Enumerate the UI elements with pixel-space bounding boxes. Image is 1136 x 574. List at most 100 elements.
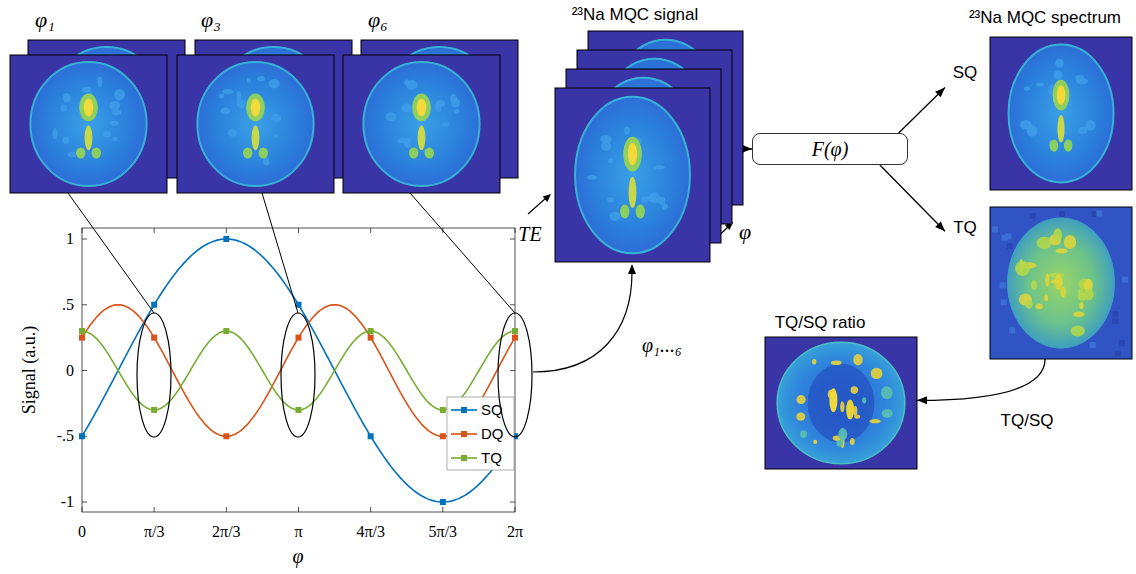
ratio-spot [854,414,860,418]
axis-label: TE [518,223,541,245]
tick-mark [510,502,515,503]
tissue-texture [237,91,242,101]
ventricle [243,148,252,159]
ratio-spot [840,401,844,412]
tissue-texture [402,104,412,113]
image-figure [945,37,1132,190]
tissue-texture [1076,78,1088,84]
legend-sample [451,405,477,415]
sample-marker [512,335,518,341]
tick-mark [370,228,371,233]
tick-label: 4π/3 [356,523,385,541]
ratio-spot [838,428,847,440]
tick-mark [370,507,371,512]
tick-label: .5 [62,296,74,314]
arrow-head [543,194,551,202]
tick-mark [510,370,515,371]
tissue-texture [263,157,269,165]
tick-label: 0 [78,523,86,541]
tissue-texture [247,78,251,83]
ratio-spot [813,440,817,444]
ventricle [829,388,837,412]
tissue-texture [1024,87,1030,91]
legend-text: SQ [481,402,503,419]
sample-marker [368,433,374,439]
axis-label: φ [739,220,751,244]
selection-ellipse [281,313,315,437]
legend-marker [461,431,467,437]
leader-line [410,193,515,313]
image-background [177,55,334,193]
tissue-texture [608,158,614,163]
ventricle [1050,140,1059,152]
noise-pixel [1119,340,1125,346]
sample-marker [368,335,374,341]
dark-region [808,363,875,442]
tissue-texture [653,165,665,169]
sample-marker [79,328,85,334]
tick-mark [154,228,155,233]
image-background [765,337,917,469]
noise-pixel [1000,282,1006,288]
connector [899,87,945,133]
sample-marker [296,407,302,413]
phase-label: φ₃ [201,8,221,32]
image-background [555,88,710,262]
leader-line [262,193,298,313]
sample-marker [223,328,229,334]
tissue-texture [110,121,119,126]
tissue-texture [404,80,409,86]
noise-pixel [1007,243,1013,249]
ventricle-halo [79,94,98,122]
brain-region [363,62,479,186]
noise-pixel [1096,210,1102,216]
noise-pixel [1006,233,1012,239]
tick-mark [226,228,227,233]
selection-ellipse [137,313,171,437]
tissue-texture [600,135,611,144]
tick-mark [82,304,87,305]
tick-mark [226,507,227,512]
legend-sample [451,453,477,463]
legend-marker [461,455,467,461]
tissue-texture [271,114,281,123]
image-figure [343,40,518,193]
connector-line [917,359,1045,400]
tissue-texture [113,137,118,142]
image-background [10,55,167,193]
tick-label: -1 [61,493,74,511]
signal-spot [1071,326,1086,337]
ventricle [1057,115,1064,143]
sample-marker [296,335,302,341]
axis-arrow [528,198,546,214]
tissue-texture [102,131,111,137]
arrow-head [935,221,945,231]
signal-spot [1051,280,1062,284]
phase-label: φ₁ [35,8,55,32]
tissue-texture [220,108,230,115]
ventricle [628,143,637,166]
ventricle [629,177,637,208]
tissue-texture [397,138,406,144]
signal-spot [1064,235,1076,249]
ratio-spot [862,397,866,403]
ratio-spot [881,386,893,399]
branch-label: TQ [953,219,977,238]
tick-label: 1 [66,230,74,248]
tissue-texture [269,79,280,88]
ratio-spot [850,438,855,445]
connector [880,165,945,231]
tick-mark [82,502,87,503]
edge-label: TQ/SQ [999,412,1056,431]
axis-title: Signal (a.u.) [20,326,40,414]
signal-curve [82,239,515,502]
tissue-texture [82,87,92,93]
image-heading: ²³Na MQC signal [572,6,699,25]
ventricle [92,148,101,159]
sample-marker [440,499,446,505]
tissue-texture [61,104,68,111]
image-background [343,55,500,193]
tissue-texture [112,109,122,115]
brain-region [197,62,313,186]
connector-line [899,87,945,133]
